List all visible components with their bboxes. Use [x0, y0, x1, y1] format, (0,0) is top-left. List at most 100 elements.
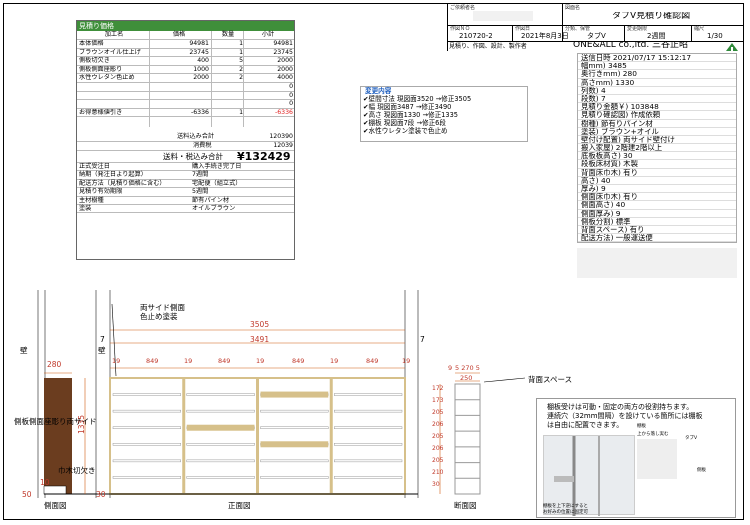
row-sub: 2000 [277, 57, 293, 65]
front-shelf [186, 476, 255, 479]
sec-mid-dim: 250 [460, 374, 473, 382]
tax-label: 消費税 [193, 142, 212, 149]
company-name: ONE&ALL co.,ltd. 三谷正昭 [573, 41, 689, 50]
photo-label: タブV [685, 436, 698, 441]
row-sub: -6336 [275, 108, 293, 116]
spec-line: 背面スペース) 有り [578, 226, 736, 235]
column-dim: 849 [366, 357, 379, 365]
section-vert-dim: 206 [432, 445, 444, 452]
front-divider [256, 378, 259, 494]
total-row: 送料・税込み合計 ¥132429 [77, 151, 294, 163]
change-line: ✔壁間寸法 現図面3520 →修正3505 [363, 95, 472, 103]
period: 2週間 [647, 32, 666, 40]
estimate-row: 0 [77, 92, 294, 101]
total-value: ¥132429 [237, 150, 291, 163]
client-name-redacted [473, 11, 533, 21]
front-view-label: 正面図 [228, 501, 251, 510]
scale: 1/30 [707, 32, 723, 40]
change-line: ✔水性ウレタン塗装で色止め [363, 127, 448, 135]
row-qty: 2 [239, 65, 243, 73]
row-sub: 94981 [273, 40, 293, 47]
company-note: 見積り、作図、設計、製作者 [449, 43, 527, 50]
section-vert-dim: 205 [432, 433, 444, 440]
front-fixed-shelf [260, 441, 329, 448]
subtotal-row: 送料込み合計 120390 [77, 133, 294, 142]
front-shelf [112, 443, 181, 446]
estimate-row: 水性ウレタン色止め 2000 2 4000 [77, 74, 294, 83]
change-line: ✔幅 現図面3487 →修正3490 [363, 103, 452, 111]
section-vert-dim: 210 [432, 469, 444, 476]
shelf-note-line: は自由に配置できます。 [547, 421, 624, 429]
spec-line: 壁付け配置) 両サイド壁付け [578, 136, 736, 145]
spec-line: 高さmm) 1330 [578, 79, 736, 87]
row-price: 1000 [193, 65, 209, 73]
changes-title: 変更内容 [365, 87, 392, 95]
info-row: 見積り有効期限 5週間 [77, 188, 294, 197]
shelf-note-line: 連続穴（32mm間隔）を設けている箇所には棚板 [547, 412, 703, 420]
foot-left: 50 [22, 490, 32, 499]
section-vert-dim: 172 [432, 385, 444, 392]
changes-box: 変更内容 ✔壁間寸法 現図面3520 →修正3505✔幅 現図面3487 →修正… [360, 86, 528, 142]
spec-line: 列数) 4 [578, 87, 736, 95]
drawing-label: 図面名 [565, 5, 581, 11]
spec-line: 幅mm) 3485 [578, 62, 736, 71]
side-label: 側板側面座彫り両サイド [14, 417, 97, 426]
info-row: 塗装 オイルブラウン [77, 205, 294, 214]
col-name: 加工名 [104, 31, 124, 38]
date-label: 作図日 [515, 26, 531, 32]
row-qty: 2 [239, 74, 243, 82]
front-shelf [112, 409, 181, 413]
type: タブV [587, 32, 606, 40]
drawing-title: タブV見積り確認図 [612, 12, 691, 21]
estimate-row: お得意様値引き -6336 1 -6336 [77, 109, 294, 118]
section-vert-dim: 206 [432, 421, 444, 428]
side-depth-dim: 280 [47, 360, 62, 369]
front-shelf [334, 459, 403, 463]
row-price: 2000 [193, 74, 209, 82]
estimate-row: 0 [77, 83, 294, 92]
front-fixed-shelf [260, 391, 329, 398]
doc-no: 210720-2 [459, 32, 493, 40]
shelf-note-box: 棚板受けは可動・固定の両方の役割持ちます。連続穴（32mm間隔）を設けている箇所… [536, 398, 736, 518]
front-shelf [334, 426, 403, 429]
row-sub: 0 [289, 91, 293, 99]
spec-line: 厚み) 9 [578, 185, 736, 194]
front-shelf [186, 459, 255, 463]
column-dim: 19 [402, 357, 411, 365]
front-shelf [334, 443, 403, 446]
spec-line: 段数) 7 [578, 95, 736, 104]
front-shelf [334, 393, 403, 396]
spec-line: 側面床巾木) 有り [578, 193, 736, 202]
spec-line: 配送方法) 一般運送便 [578, 234, 736, 243]
doc-no-label: 作図ＮＯ [450, 26, 471, 32]
col-sub: 小計 [261, 31, 275, 38]
spec-line: 側面高さ) 40 [578, 201, 736, 210]
change-line: ✔棚板 現図面7段 →修正6段 [363, 119, 446, 127]
front-shelf [334, 476, 403, 479]
info-key: 塗装 [79, 205, 92, 212]
total-label: 送料・税込み合計 [163, 152, 223, 161]
dim-total: 3491 [250, 335, 270, 344]
side-view-label: 側面図 [44, 501, 67, 510]
photo-label: 棚板 [637, 424, 646, 429]
info-row: 正式受注日 購入手続き完了日 [77, 163, 294, 172]
row-name: 側板切欠き [79, 57, 110, 65]
spec-line: 側面厚み) 9 [578, 210, 736, 218]
scale-label: 縮尺 [694, 26, 705, 32]
row-name: 水性ウレタン色止め [79, 74, 135, 82]
photo-label: 側板 [697, 468, 706, 473]
tax-value: 12039 [273, 142, 293, 149]
shelf-note-line: 棚板受けは可動・固定の両方の役割持ちます。 [547, 403, 694, 411]
front-shelf [260, 476, 329, 479]
row-sub: 0 [289, 100, 293, 108]
dim-total-outer: 3505 [250, 320, 270, 329]
front-shelf [112, 459, 181, 463]
row-qty: 1 [239, 108, 243, 116]
estimate-row: 側板側面座彫り 1000 2 2000 [77, 66, 294, 75]
info-key: 配送方法（見積り価格に含む） [79, 179, 166, 187]
front-shelf [112, 426, 181, 429]
front-shelf [112, 393, 181, 396]
edge-right: 7 [420, 335, 425, 344]
front-shelf [260, 409, 329, 413]
